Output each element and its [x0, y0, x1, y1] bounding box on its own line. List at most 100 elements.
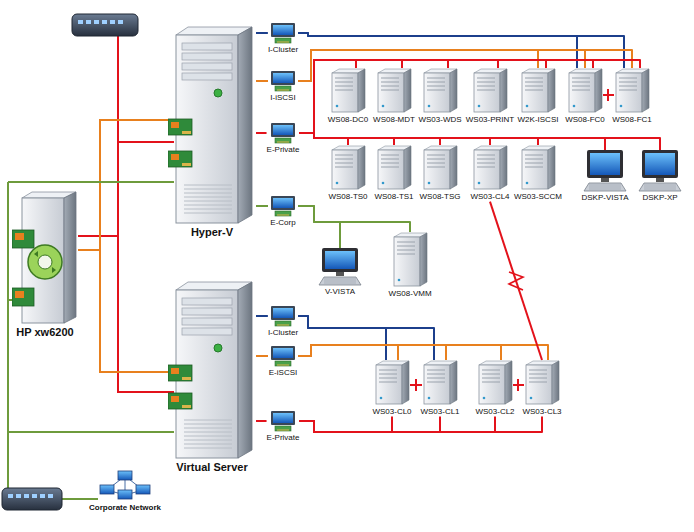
virtual-machine: WS03-WDS	[418, 68, 461, 125]
net-icon	[97, 468, 153, 502]
virtual-machine: WS03-CL3	[522, 360, 561, 417]
virtual-machine: WS08-FC0	[565, 68, 605, 125]
node-label: WS08-FC0	[565, 115, 605, 125]
vm-icon	[477, 360, 513, 406]
corporate-network: Corporate Network	[89, 468, 161, 513]
node-label: WS03-CL0	[372, 407, 411, 417]
network-link	[299, 417, 440, 432]
wan-lightning	[509, 272, 523, 290]
network-switch	[72, 14, 138, 36]
vm-icon	[392, 232, 428, 288]
virtual-machine: WS03-CL2	[475, 360, 514, 417]
network-link	[256, 315, 268, 317]
network-link	[299, 133, 660, 150]
nic-icon	[268, 305, 298, 327]
vm-icon	[374, 360, 410, 406]
nic-icon	[268, 195, 298, 217]
node-label: WS08-FC1	[612, 115, 652, 125]
vm-icon	[614, 68, 650, 114]
vm-icon	[422, 68, 458, 114]
vm-icon	[422, 360, 458, 406]
node-label: WS03-CL2	[475, 407, 514, 417]
node-label: I-iSCSI	[270, 93, 295, 103]
vm-icon	[520, 145, 556, 191]
network-link	[299, 60, 640, 133]
network-link	[256, 355, 268, 357]
node-label: I-Cluster	[268, 45, 298, 55]
network-link	[298, 345, 501, 360]
vm-icon	[330, 68, 366, 114]
node-label: WS08-TS1	[374, 192, 413, 202]
network-link	[490, 202, 542, 360]
network-link	[299, 417, 495, 432]
network-adapter: E-Private	[267, 410, 300, 443]
network-adapter: I-Cluster	[268, 22, 298, 55]
nic-icon	[268, 70, 298, 92]
vm-icon	[524, 360, 560, 406]
virtual-machine: WS08-TS0	[328, 145, 367, 202]
red-wire	[78, 36, 174, 392]
vm-icon	[330, 145, 366, 191]
big-icon	[168, 25, 256, 225]
node-label: Virtual Server	[176, 461, 247, 474]
network-link	[298, 345, 446, 360]
virtual-machine: WS08-TSG	[420, 145, 461, 202]
pc-icon	[638, 150, 682, 192]
nic-icon	[268, 22, 298, 44]
vm-icon	[422, 145, 458, 191]
vm-icon	[520, 68, 556, 114]
node-label: WS03-PRINT	[466, 115, 514, 125]
node-label: DSKP-XP	[642, 193, 677, 203]
node-label: E-iSCSI	[269, 368, 297, 378]
nic-icon	[268, 345, 298, 367]
virtual-machine: WS03-PRINT	[466, 68, 514, 125]
host-server: Hyper-V	[168, 25, 256, 239]
network-link	[256, 80, 268, 82]
network-link	[298, 345, 548, 360]
network-link	[298, 206, 410, 232]
vm-icon	[376, 145, 412, 191]
vm-icon	[472, 68, 508, 114]
network-link	[299, 60, 593, 133]
network-link	[256, 132, 267, 134]
network-adapter: I-Cluster	[268, 305, 298, 338]
green-wire	[8, 182, 174, 499]
virtual-machine: WS08-FC1	[612, 68, 652, 125]
node-label: I-Cluster	[268, 328, 298, 338]
virtual-machine: WS08-VMM	[388, 232, 431, 299]
desktop-computer: DSKP-VISTA	[582, 150, 629, 203]
vm-icon	[376, 68, 412, 114]
big-icon	[168, 280, 256, 460]
virtual-machine: WS08-TS1	[374, 145, 413, 202]
node-label: WS03-SCCM	[514, 192, 562, 202]
virtual-machine: WS08-MDT	[373, 68, 415, 125]
node-label: WS03-CL3	[522, 407, 561, 417]
network-link	[299, 417, 542, 432]
network-adapter: E-Corp	[268, 195, 298, 228]
pc-icon	[318, 248, 362, 286]
network-adapter: E-iSCSI	[268, 345, 298, 378]
node-label: V-VISTA	[325, 287, 355, 297]
node-label: WS08-TSG	[420, 192, 461, 202]
nic-icon	[268, 122, 298, 144]
vm-icon	[567, 68, 603, 114]
node-label: WS08-DC0	[328, 115, 368, 125]
node-label: Corporate Network	[89, 503, 161, 513]
network-switch	[2, 488, 62, 510]
network-link	[256, 205, 268, 207]
orange-wire	[78, 120, 174, 372]
network-link	[299, 60, 546, 133]
network-link	[256, 32, 268, 34]
pc-icon	[583, 150, 627, 192]
node-label: WS03-CL4	[470, 192, 509, 202]
node-label: Hyper-V	[191, 226, 233, 239]
virtual-machine: WS03-CL0	[372, 360, 411, 417]
network-link	[298, 206, 340, 248]
node-label: DSKP-VISTA	[582, 193, 629, 203]
vm-icon	[472, 145, 508, 191]
node-label: WS08-MDT	[373, 115, 415, 125]
network-link	[256, 420, 267, 422]
node-label: W2K-ISCSI	[518, 115, 559, 125]
node-label: WS03-WDS	[418, 115, 461, 125]
workstation: HP xw6200	[12, 190, 78, 339]
